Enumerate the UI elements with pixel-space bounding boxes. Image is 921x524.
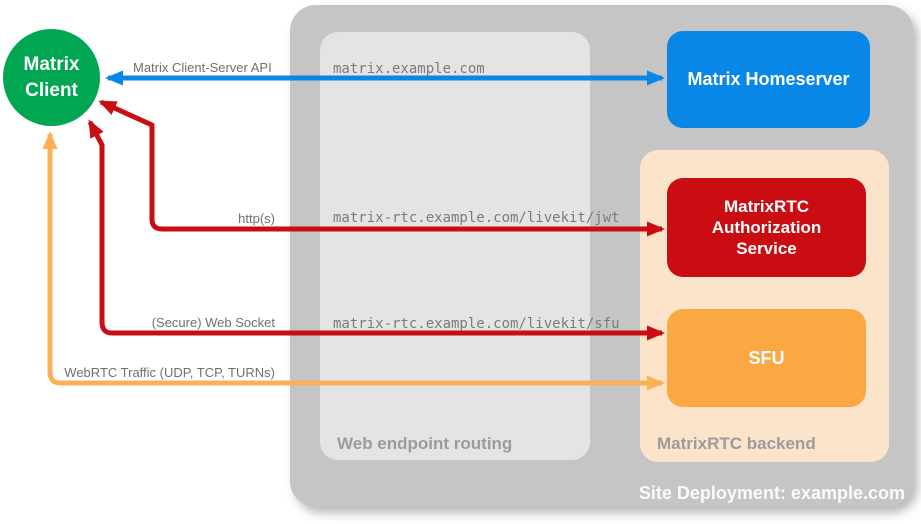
endpoint-livekit-jwt: matrix-rtc.example.com/livekit/jwt: [333, 210, 620, 226]
webrtc-traffic-label: WebRTC Traffic (UDP, TCP, TURNs): [64, 365, 275, 380]
matrixrtc-auth-service-label: MatrixRTC Authorization Service: [711, 196, 822, 259]
matrix-client-node: Matrix Client: [3, 29, 100, 126]
sfu-node: SFU: [667, 309, 866, 407]
https-label: http(s): [238, 211, 275, 226]
web-endpoint-routing-panel: [320, 32, 590, 460]
endpoint-matrix-domain: matrix.example.com: [333, 61, 485, 77]
matrix-client-label-line1: Matrix: [23, 53, 80, 75]
matrixrtc-auth-service-node: MatrixRTC Authorization Service: [667, 178, 866, 277]
site-deployment-title: Site Deployment: example.com: [638, 483, 905, 503]
routing-panel-label: Web endpoint routing: [337, 434, 513, 453]
websocket-label: (Secure) Web Socket: [151, 315, 275, 330]
sfu-label: SFU: [748, 347, 785, 368]
matrix-homeserver-node: Matrix Homeserver: [667, 31, 870, 128]
matrix-client-label-line2: Client: [25, 79, 78, 101]
endpoint-livekit-sfu: matrix-rtc.example.com/livekit/sfu: [333, 316, 620, 332]
client-server-api-label: Matrix Client-Server API: [133, 60, 272, 75]
matrix-homeserver-label: Matrix Homeserver: [687, 69, 850, 90]
backend-panel-label: MatrixRTC backend: [657, 434, 816, 453]
